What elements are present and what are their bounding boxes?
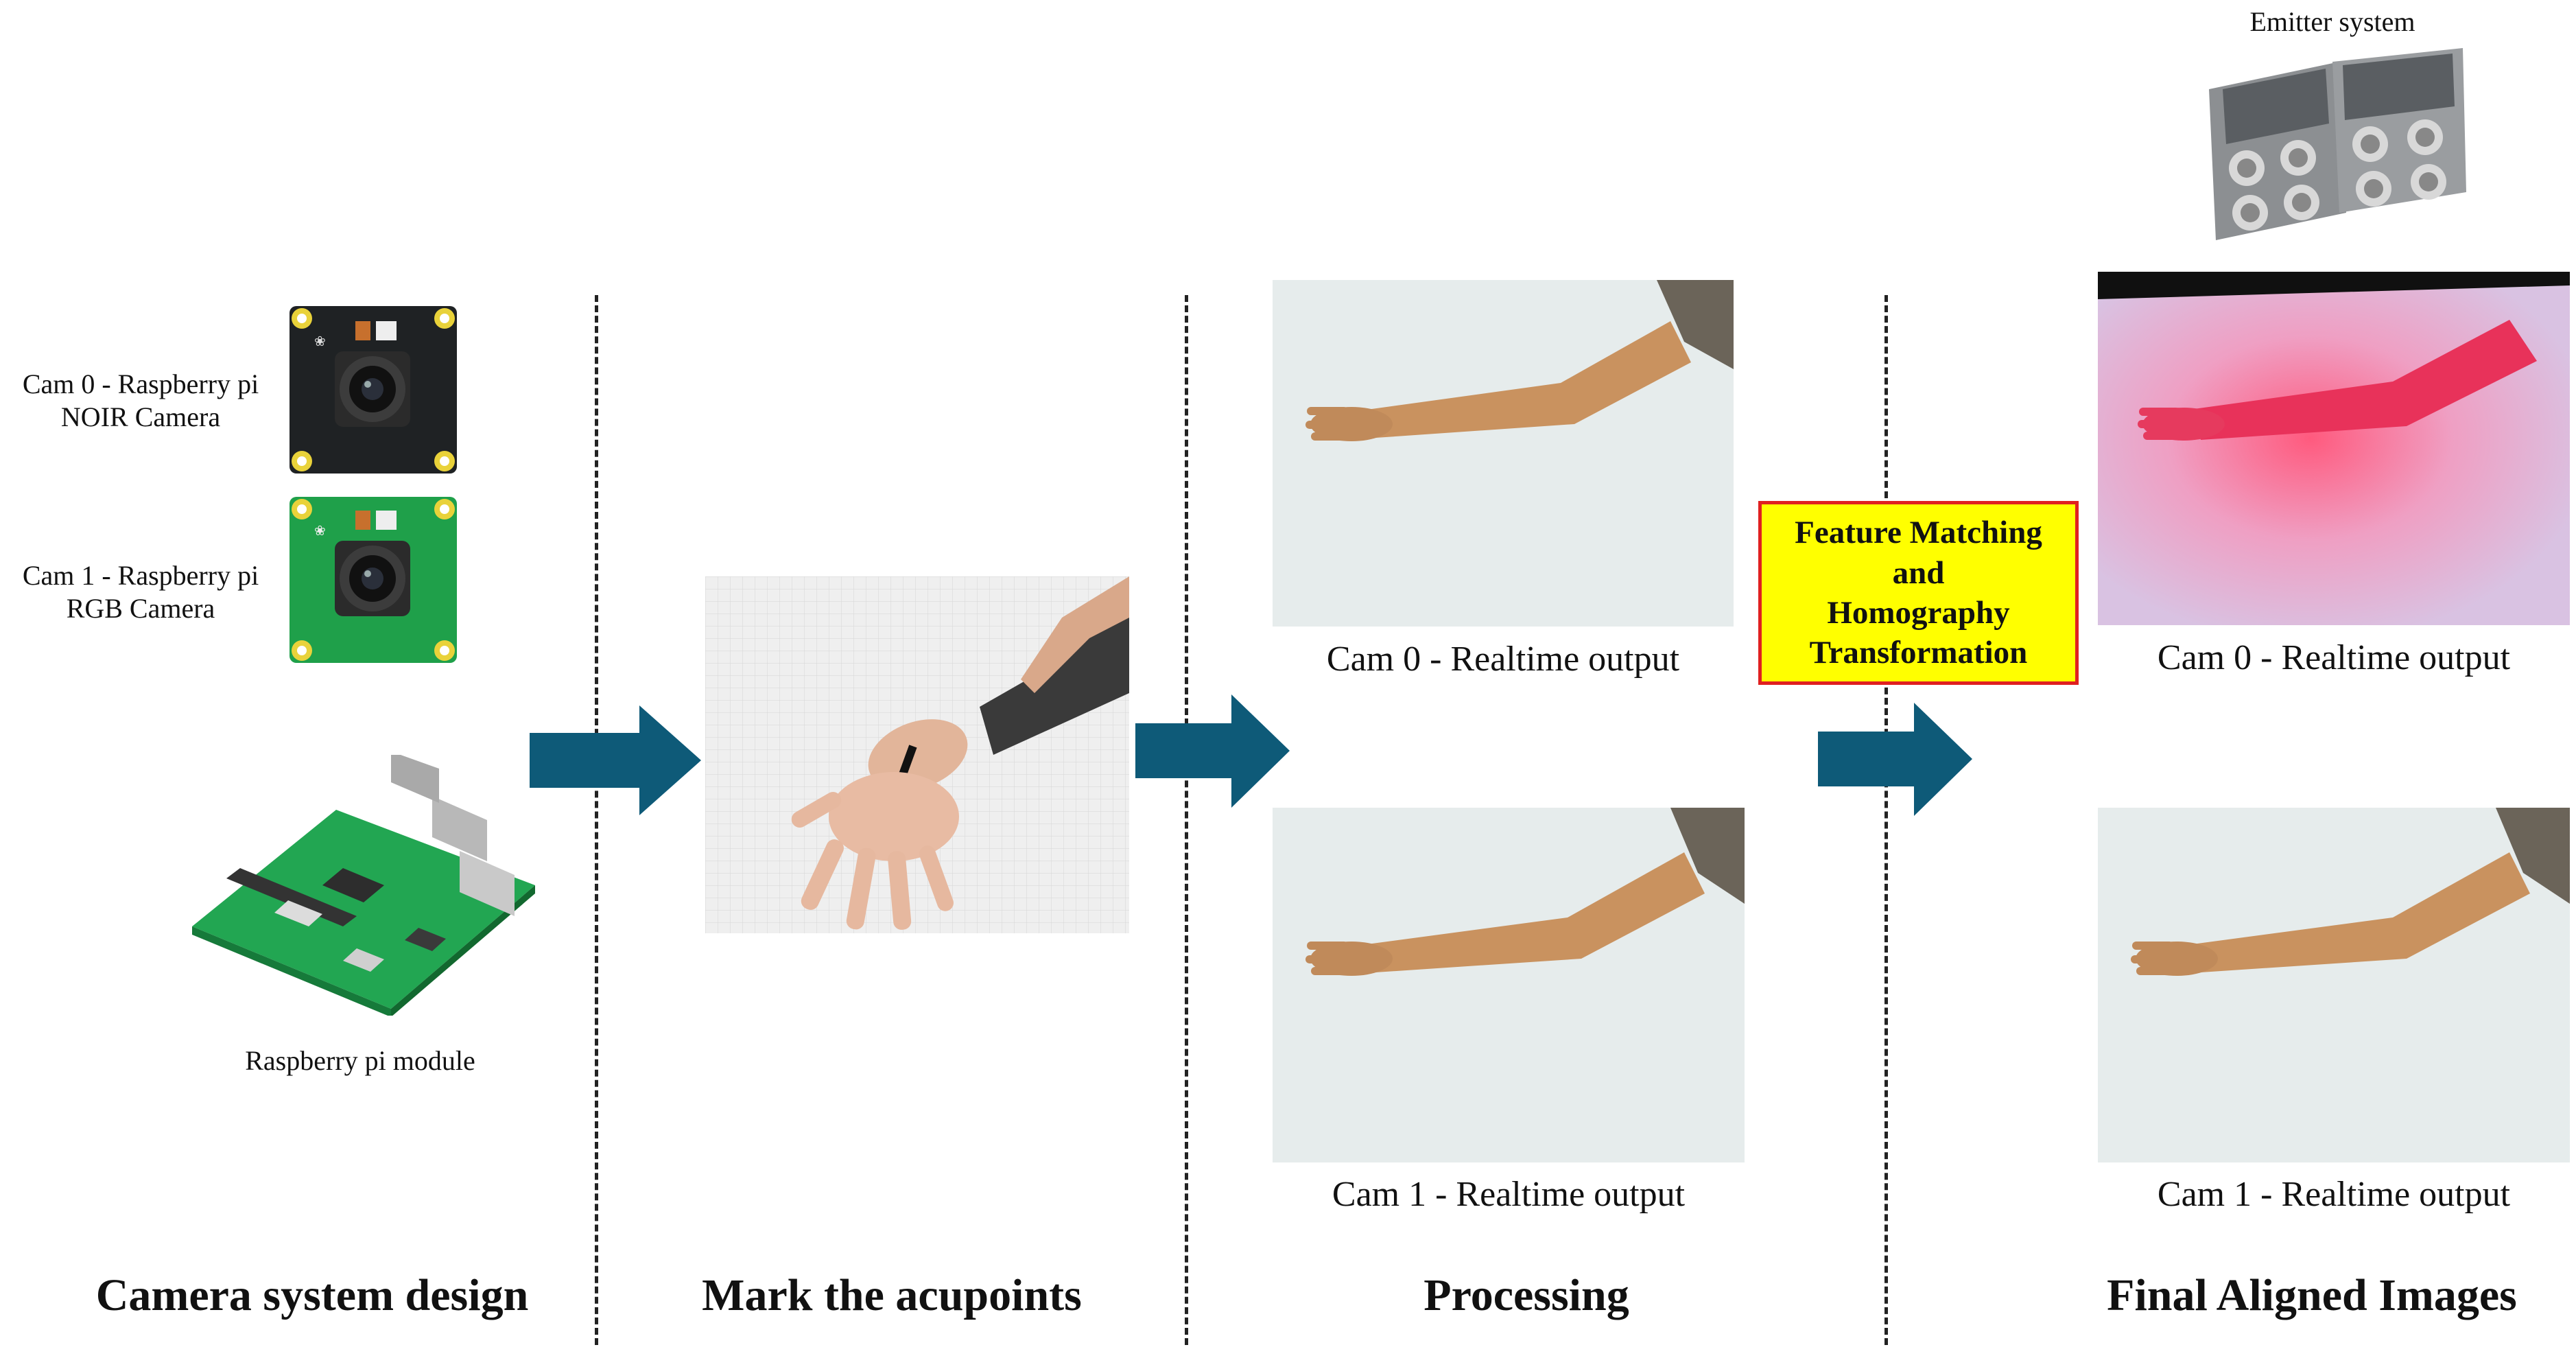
processing-cam1-photo (1273, 808, 1745, 1162)
feature-box-line2: and (1892, 554, 1945, 591)
feature-box-line4: Transformation (1809, 635, 2028, 671)
final-cam0-photo (2098, 272, 2570, 625)
stage-title-mark-the-acupoints: Mark the acupoints (702, 1270, 1082, 1320)
final-cam1-caption: Cam 1 - Realtime output (2157, 1175, 2511, 1214)
final-cam0-caption: Cam 0 - Realtime output (2157, 638, 2511, 677)
cam0-label-line2: NOIR Camera (60, 401, 221, 432)
rgb-camera-board-image: ❀ (289, 497, 457, 663)
divider-1 (595, 295, 598, 1345)
divider-3 (1884, 295, 1888, 1345)
processing-cam1-caption: Cam 1 - Realtime output (1332, 1175, 1686, 1214)
raspberry-pi-module-image (192, 755, 535, 1016)
cam1-label-line1: Cam 1 - Raspberry pi (22, 560, 259, 591)
feature-matching-box: Feature Matching and Homography Transfor… (1758, 501, 2079, 685)
arrow-3 (1818, 703, 1972, 816)
svg-text:❀: ❀ (314, 522, 326, 539)
emitter-system-image (2209, 48, 2466, 240)
divider-2 (1185, 295, 1188, 1345)
cam1-label: Cam 1 - Raspberry pi RGB Camera (0, 559, 281, 625)
feature-box-line1: Feature Matching (1795, 515, 2042, 551)
emitter-system-label: Emitter system (2249, 6, 2415, 37)
feature-box-line3: Homography (1827, 595, 2010, 631)
processing-cam0-caption: Cam 0 - Realtime output (1326, 640, 1680, 679)
svg-text:❀: ❀ (314, 333, 326, 349)
stage-title-camera-system-design: Camera system design (95, 1270, 529, 1320)
noir-camera-board-image: ❀ (289, 306, 457, 474)
cam0-label-line1: Cam 0 - Raspberry pi (22, 369, 259, 399)
mark-acupoints-photo (705, 576, 1129, 933)
stage-title-processing: Processing (1423, 1270, 1629, 1320)
cam1-label-line2: RGB Camera (66, 593, 215, 624)
arrow-2 (1135, 694, 1290, 808)
raspberry-pi-module-label: Raspberry pi module (245, 1045, 475, 1076)
final-cam1-photo (2098, 808, 2570, 1162)
stage-title-final-aligned-images: Final Aligned Images (2107, 1270, 2517, 1320)
processing-cam0-photo (1273, 280, 1734, 627)
arrow-1 (530, 705, 701, 815)
cam0-label: Cam 0 - Raspberry pi NOIR Camera (0, 368, 281, 434)
